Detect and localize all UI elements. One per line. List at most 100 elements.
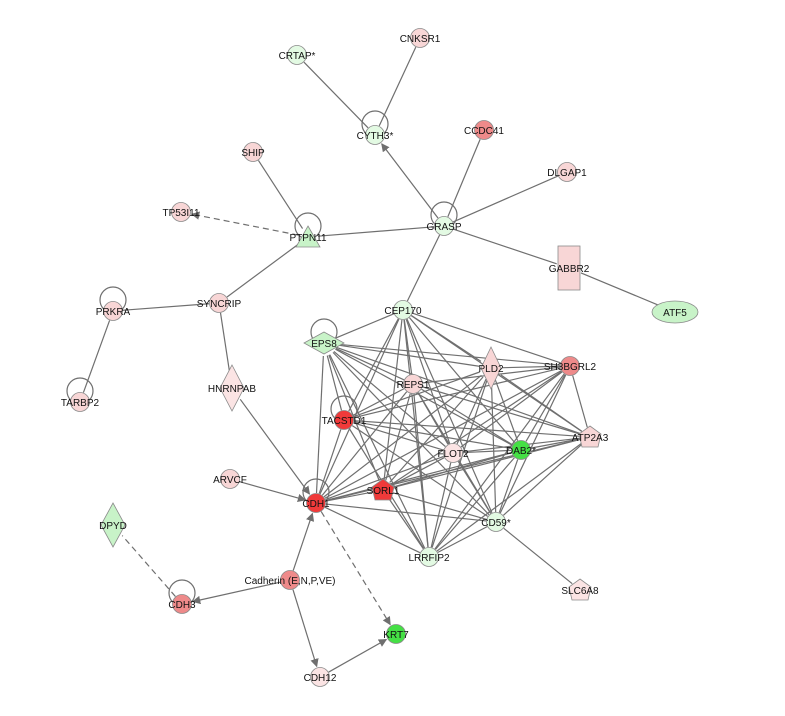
- node-label-tp53i11: TP53I11: [162, 208, 199, 219]
- edge-tacstd1-cdh1: [318, 429, 342, 494]
- edge-reps1-cdh1: [321, 391, 408, 496]
- node-lrrfip2[interactable]: [419, 547, 439, 567]
- edge-pld2-cd59: [490, 379, 497, 513]
- edge-eps8-cdh1: [315, 355, 324, 494]
- edge-sh3bgrl2-flot2: [460, 371, 563, 448]
- edge-cdh1-sorl1: [325, 491, 374, 502]
- node-label-grasp: GRASP: [426, 222, 461, 233]
- edge-atp2a3-cd59: [503, 443, 583, 516]
- edge-pld2-sorl1: [389, 376, 484, 483]
- edge-prkra-tarbp2: [82, 320, 111, 393]
- edge-cadherin-cdh12: [292, 589, 319, 668]
- node-label-ccdc41: CCDC41: [464, 126, 504, 137]
- node-label-dpyd: DPYD: [99, 521, 127, 532]
- edge-cdh3-dpyd: [121, 535, 176, 597]
- node-label-tacstd1: TACSTD1: [322, 416, 367, 427]
- node-cnksr1[interactable]: [410, 28, 430, 48]
- edge-sh3bgrl2-dab2: [525, 374, 566, 442]
- node-cep170[interactable]: [393, 300, 413, 320]
- edge-cep170-cd59: [406, 318, 493, 514]
- edge-syncrip-hnrnpab: [219, 312, 231, 375]
- node-cdh12[interactable]: [310, 667, 330, 687]
- node-krt7[interactable]: [386, 624, 406, 644]
- edge-sh3bgrl2-lrrfip2: [434, 373, 565, 550]
- node-tp53i11[interactable]: [171, 202, 191, 222]
- node-dlgap1[interactable]: [557, 162, 577, 182]
- node-label-dab2: DAB2*: [506, 446, 536, 457]
- edge-ship-ptpn11: [257, 160, 304, 229]
- node-label-ship: SHIP: [241, 148, 265, 159]
- edge-tacstd1-atp2a3: [353, 420, 581, 437]
- edge-reps1-tacstd1: [352, 388, 405, 416]
- node-atp2a3[interactable]: [578, 425, 602, 448]
- node-label-reps1: REPS1: [397, 380, 430, 391]
- node-label-prkra: PRKRA: [96, 307, 131, 318]
- node-atf5[interactable]: [651, 300, 699, 324]
- edge-flot2-cdh1: [325, 455, 444, 501]
- edge-eps8-sh3bgrl2: [336, 343, 561, 366]
- node-label-arvcf: ARVCF: [213, 475, 247, 486]
- node-label-cd59: CD59*: [481, 518, 511, 529]
- node-ship[interactable]: [243, 142, 263, 162]
- node-cd59[interactable]: [486, 512, 506, 532]
- node-eps8[interactable]: [303, 331, 345, 355]
- node-label-eps8: EPS8: [311, 339, 337, 350]
- node-grasp[interactable]: [434, 216, 454, 236]
- node-label-crtap: CRTAP*: [279, 51, 316, 62]
- node-label-atf5: ATF5: [663, 308, 687, 319]
- edge-eps8-flot2: [333, 350, 446, 447]
- node-dab2[interactable]: [511, 440, 531, 460]
- node-sh3bgrl2[interactable]: [560, 356, 580, 376]
- node-sorl1[interactable]: [371, 478, 395, 501]
- node-hnrnpab[interactable]: [219, 364, 245, 412]
- node-label-sorl1: SORL1: [367, 486, 400, 497]
- edge-cep170-sh3bgrl2: [412, 312, 561, 364]
- node-syncrip[interactable]: [209, 293, 229, 313]
- edge-cep170-lrrfip2: [403, 319, 429, 548]
- node-dpyd[interactable]: [100, 502, 126, 548]
- edge-ptpn11-tp53i11: [190, 211, 299, 236]
- edge-crtap-cyth3: [303, 61, 369, 129]
- edge-atp2a3-lrrfip2: [436, 442, 583, 552]
- edge-sh3bgrl2-atp2a3: [572, 375, 588, 428]
- edge-eps8-cd59: [332, 351, 490, 516]
- edge-cd59-lrrfip2: [437, 526, 488, 553]
- node-reps1[interactable]: [403, 374, 423, 394]
- node-pld2[interactable]: [480, 346, 502, 390]
- node-gabbr2[interactable]: [557, 245, 581, 291]
- edge-atp2a3-sorl1: [392, 438, 581, 489]
- edge-reps1-atp2a3: [422, 386, 581, 435]
- edge-reps1-dab2: [421, 388, 513, 446]
- node-label-cdh12: CDH12: [304, 673, 337, 684]
- edge-ptpn11-syncrip: [226, 242, 301, 298]
- node-tarbp2[interactable]: [70, 392, 90, 412]
- node-arvcf[interactable]: [220, 469, 240, 489]
- edge-pld2-tacstd1: [353, 371, 480, 418]
- node-ptpn11[interactable]: [295, 225, 321, 248]
- edge-cdh1-cd59: [325, 503, 487, 522]
- node-label-cdh1: CDH1: [302, 499, 330, 510]
- node-cdh1[interactable]: [306, 493, 326, 513]
- node-cyth3[interactable]: [365, 125, 385, 145]
- edge-ccdc41-grasp: [447, 139, 481, 217]
- edge-reps1-sorl1: [385, 393, 411, 481]
- node-label-pld2: PLD2: [478, 364, 503, 375]
- node-cdh3[interactable]: [172, 594, 192, 614]
- node-slc6a8[interactable]: [568, 578, 592, 601]
- edge-cnksr1-cyth3: [378, 46, 417, 127]
- node-label-syncrip: SYNCRIP: [197, 299, 242, 310]
- node-label-krt7: KRT7: [383, 630, 409, 641]
- edge-eps8-lrrfip2: [329, 354, 426, 549]
- node-label-gabbr2: GABBR2: [549, 264, 590, 275]
- edge-cd59-slc6a8: [503, 527, 573, 585]
- node-ccdc41[interactable]: [474, 120, 494, 140]
- node-cadherin[interactable]: [280, 570, 300, 590]
- edge-atp2a3-dab2: [530, 438, 581, 449]
- node-crtap[interactable]: [287, 45, 307, 65]
- node-prkra[interactable]: [103, 301, 123, 321]
- labels-layer: CRTAP*CNKSR1CYTH3*CCDC41SHIPDLGAP1TP53I1…: [61, 34, 687, 684]
- edge-pld2-flot2: [456, 378, 487, 445]
- node-label-lrrfip2: LRRFIP2: [408, 553, 450, 564]
- node-tacstd1[interactable]: [334, 410, 354, 430]
- node-flot2[interactable]: [443, 443, 463, 463]
